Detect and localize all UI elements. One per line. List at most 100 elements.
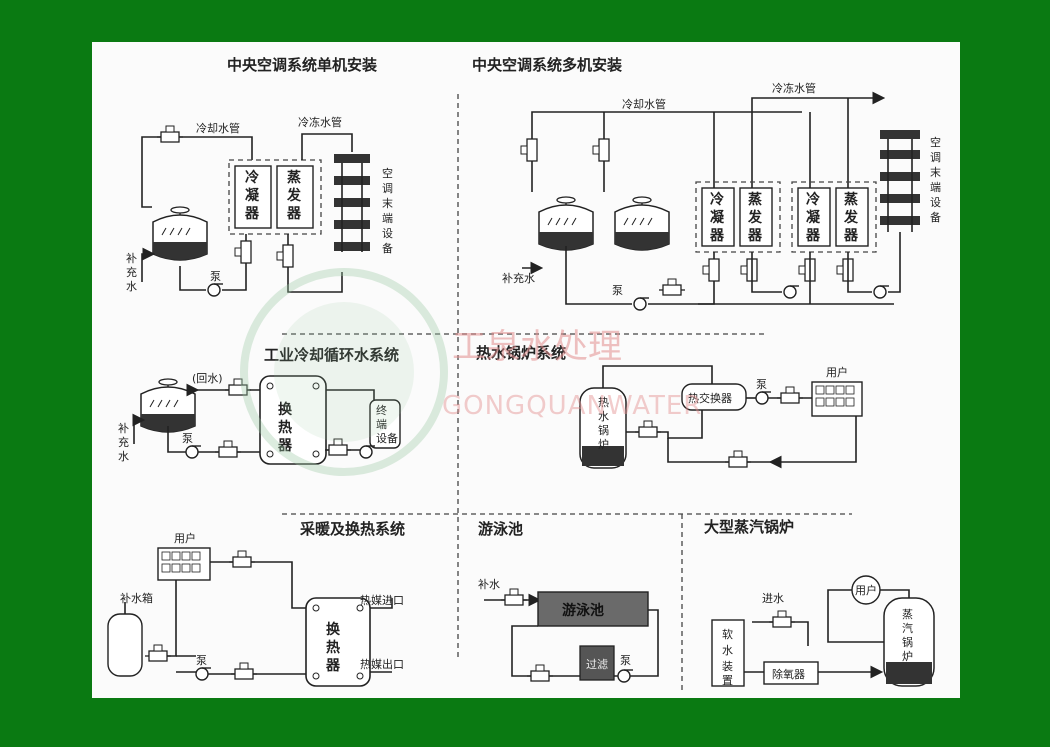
title-hotwater: 热水锅炉系统 bbox=[476, 344, 566, 362]
deaerator-box bbox=[763, 661, 819, 685]
heat-exchanger-industrial bbox=[259, 375, 327, 465]
label-return-water: (回水) bbox=[192, 372, 223, 385]
svg-text:蒸: 蒸 bbox=[748, 191, 762, 208]
title-pool: 游泳池 bbox=[478, 520, 523, 538]
svg-text:水: 水 bbox=[126, 280, 137, 293]
title-central-multi: 中央空调系统多机安装 bbox=[472, 56, 623, 74]
svg-text:端: 端 bbox=[382, 212, 393, 225]
svg-text:热: 热 bbox=[278, 419, 292, 436]
svg-text:水: 水 bbox=[598, 410, 609, 423]
svg-text:器: 器 bbox=[805, 228, 821, 244]
svg-text:软: 软 bbox=[722, 627, 733, 641]
label-pump-1: 泵 bbox=[210, 270, 221, 283]
svg-text:末: 末 bbox=[930, 165, 941, 179]
softener-box bbox=[711, 619, 745, 687]
svg-text:器: 器 bbox=[843, 228, 859, 244]
title-central-single: 中央空调系统单机安装 bbox=[227, 56, 378, 74]
title-steam: 大型蒸汽锅炉 bbox=[704, 518, 794, 536]
ac-terminal-stack bbox=[334, 154, 370, 252]
label-pump-pool: 泵 bbox=[620, 654, 631, 667]
chiller-unit bbox=[228, 159, 322, 235]
label-cooling-pipe: 冷却水管 bbox=[196, 121, 240, 135]
label-chilled-pipe: 冷冻水管 bbox=[298, 115, 342, 129]
diagram-sheet: 中央空调系统单机安装 中央空调系统多机安装 工业冷却循环水系统 热水锅炉系统 采… bbox=[92, 42, 960, 698]
svg-text:设: 设 bbox=[930, 196, 941, 209]
svg-text:器: 器 bbox=[286, 206, 302, 222]
svg-text:冷: 冷 bbox=[806, 191, 820, 208]
svg-text:备: 备 bbox=[382, 241, 393, 255]
svg-text:水: 水 bbox=[118, 450, 129, 463]
makeup-tank bbox=[107, 613, 143, 677]
label-user-hotwater: 用户 bbox=[826, 365, 848, 379]
label-pump-hotwater: 泵 bbox=[756, 378, 767, 391]
svg-text:器: 器 bbox=[747, 228, 763, 244]
svg-text:发: 发 bbox=[286, 187, 302, 204]
label-ac-terminal: 空 bbox=[382, 166, 393, 180]
watermark-logo-ring bbox=[240, 268, 448, 476]
section-central-single: 冷却水管 冷 凝 器 蒸 发 器 冷冻水管 空 调 末 端 设 备 补 bbox=[126, 115, 393, 297]
watermark-logo-disc bbox=[274, 302, 414, 442]
label-deaerator: 除氧器 bbox=[772, 667, 805, 681]
svg-text:充: 充 bbox=[126, 265, 137, 279]
svg-text:终: 终 bbox=[376, 403, 387, 417]
label-heat-medium-in: 热媒进口 bbox=[360, 594, 404, 607]
label-cooling-pipe-multi: 冷却水管 bbox=[622, 97, 666, 111]
watermark-cn: 工泉水处理 bbox=[452, 327, 622, 367]
svg-text:设: 设 bbox=[382, 227, 393, 240]
section-hotwater: 热 水 锅 炉 热交换器 泵 用户 bbox=[579, 365, 863, 469]
svg-text:端: 端 bbox=[930, 181, 941, 194]
svg-text:端: 端 bbox=[376, 418, 387, 431]
filter-box bbox=[579, 645, 615, 681]
label-makeup-pool: 补水 bbox=[478, 578, 500, 591]
label-user-heating: 用户 bbox=[174, 531, 196, 545]
svg-text:炉: 炉 bbox=[902, 650, 913, 663]
svg-text:炉: 炉 bbox=[598, 438, 609, 451]
section-central-multi: 冷却水管 冷冻水管 冷 凝 器 蒸 发 器 冷 凝 器 蒸 发 器 空 bbox=[502, 81, 941, 311]
condenser-text: 冷 bbox=[245, 169, 259, 186]
section-pool: 补水 游泳池 过滤 泵 bbox=[478, 578, 659, 683]
heat-exchange-box bbox=[681, 383, 747, 411]
title-heating: 采暖及换热系统 bbox=[299, 520, 405, 538]
watermark: 工泉水处理 GONGQUANWATER bbox=[240, 268, 702, 476]
label-heat-medium-out: 热媒出口 bbox=[360, 657, 404, 671]
svg-text:器: 器 bbox=[709, 228, 725, 244]
label-user-steam: 用户 bbox=[855, 583, 877, 597]
svg-text:热: 热 bbox=[326, 639, 340, 656]
svg-text:凝: 凝 bbox=[710, 210, 725, 226]
section-industrial: (回水) 换 热 器 终 端 设备 泵 补 充 水 bbox=[118, 372, 401, 465]
svg-text:置: 置 bbox=[722, 674, 733, 687]
evaporator-text: 蒸 bbox=[287, 169, 301, 186]
svg-text:水: 水 bbox=[722, 644, 733, 657]
svg-text:调: 调 bbox=[930, 151, 941, 164]
svg-text:冷: 冷 bbox=[710, 191, 724, 208]
label-inlet-water: 进水 bbox=[762, 592, 784, 605]
label-filter: 过滤 bbox=[586, 658, 608, 671]
label-makeup-tank: 补水箱 bbox=[120, 591, 153, 605]
svg-text:补: 补 bbox=[126, 252, 137, 265]
section-steam: 进水 软 水 装 置 除氧器 蒸 汽 锅 炉 用户 bbox=[711, 575, 935, 687]
label-pump-multi: 泵 bbox=[612, 284, 623, 297]
terminal-equipment bbox=[369, 399, 401, 449]
svg-text:充: 充 bbox=[118, 435, 129, 449]
svg-text:空: 空 bbox=[930, 135, 941, 149]
svg-text:蒸: 蒸 bbox=[902, 608, 913, 621]
svg-text:末: 末 bbox=[382, 196, 393, 210]
section-heating: 用户 换 热 器 热媒进口 热媒出口 泵 补水箱 bbox=[107, 531, 404, 687]
svg-text:发: 发 bbox=[843, 209, 859, 226]
svg-text:调: 调 bbox=[382, 182, 393, 195]
svg-text:换: 换 bbox=[278, 401, 293, 418]
water-treatment-diagram: 中央空调系统单机安装 中央空调系统多机安装 工业冷却循环水系统 热水锅炉系统 采… bbox=[107, 56, 941, 692]
label-makeup-multi: 补充水 bbox=[502, 271, 535, 285]
label-pump-heating: 泵 bbox=[196, 654, 207, 667]
svg-text:设备: 设备 bbox=[376, 431, 398, 445]
svg-text:器: 器 bbox=[244, 206, 260, 222]
svg-text:器: 器 bbox=[277, 438, 293, 454]
svg-text:备: 备 bbox=[930, 210, 941, 224]
svg-text:器: 器 bbox=[325, 658, 341, 674]
chiller-unit-2 bbox=[791, 181, 877, 253]
svg-text:补: 补 bbox=[118, 422, 129, 435]
chiller-unit-1 bbox=[695, 181, 781, 253]
svg-text:锅: 锅 bbox=[902, 636, 913, 649]
heat-exchanger-heating bbox=[305, 597, 371, 687]
watermark-en: GONGQUANWATER bbox=[442, 391, 702, 421]
